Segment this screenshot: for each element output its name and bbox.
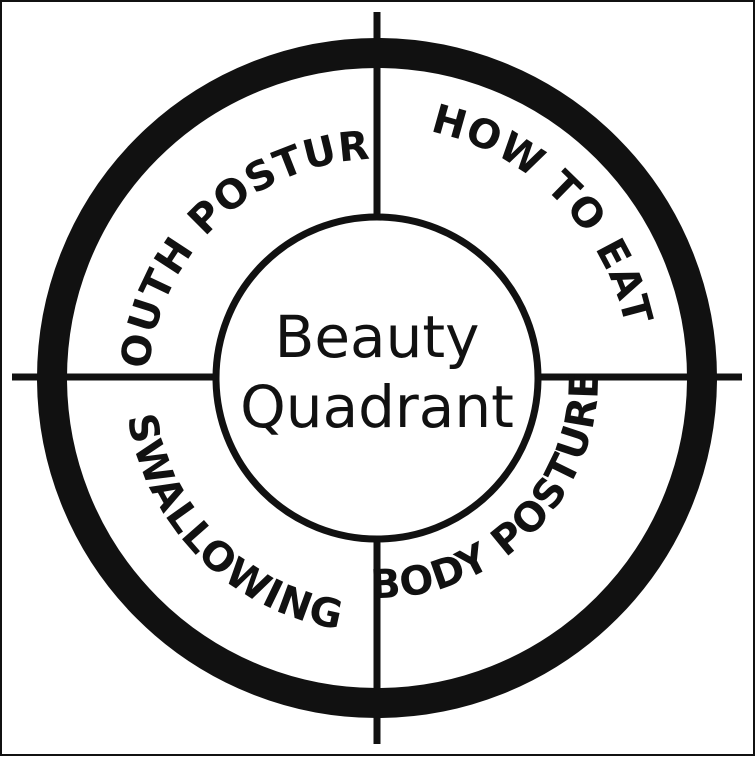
inner-circle: [212, 213, 542, 543]
center-title-line1: Beauty: [275, 303, 480, 371]
center-title-line2: Quadrant: [240, 373, 514, 441]
outer-ring: [37, 38, 717, 718]
